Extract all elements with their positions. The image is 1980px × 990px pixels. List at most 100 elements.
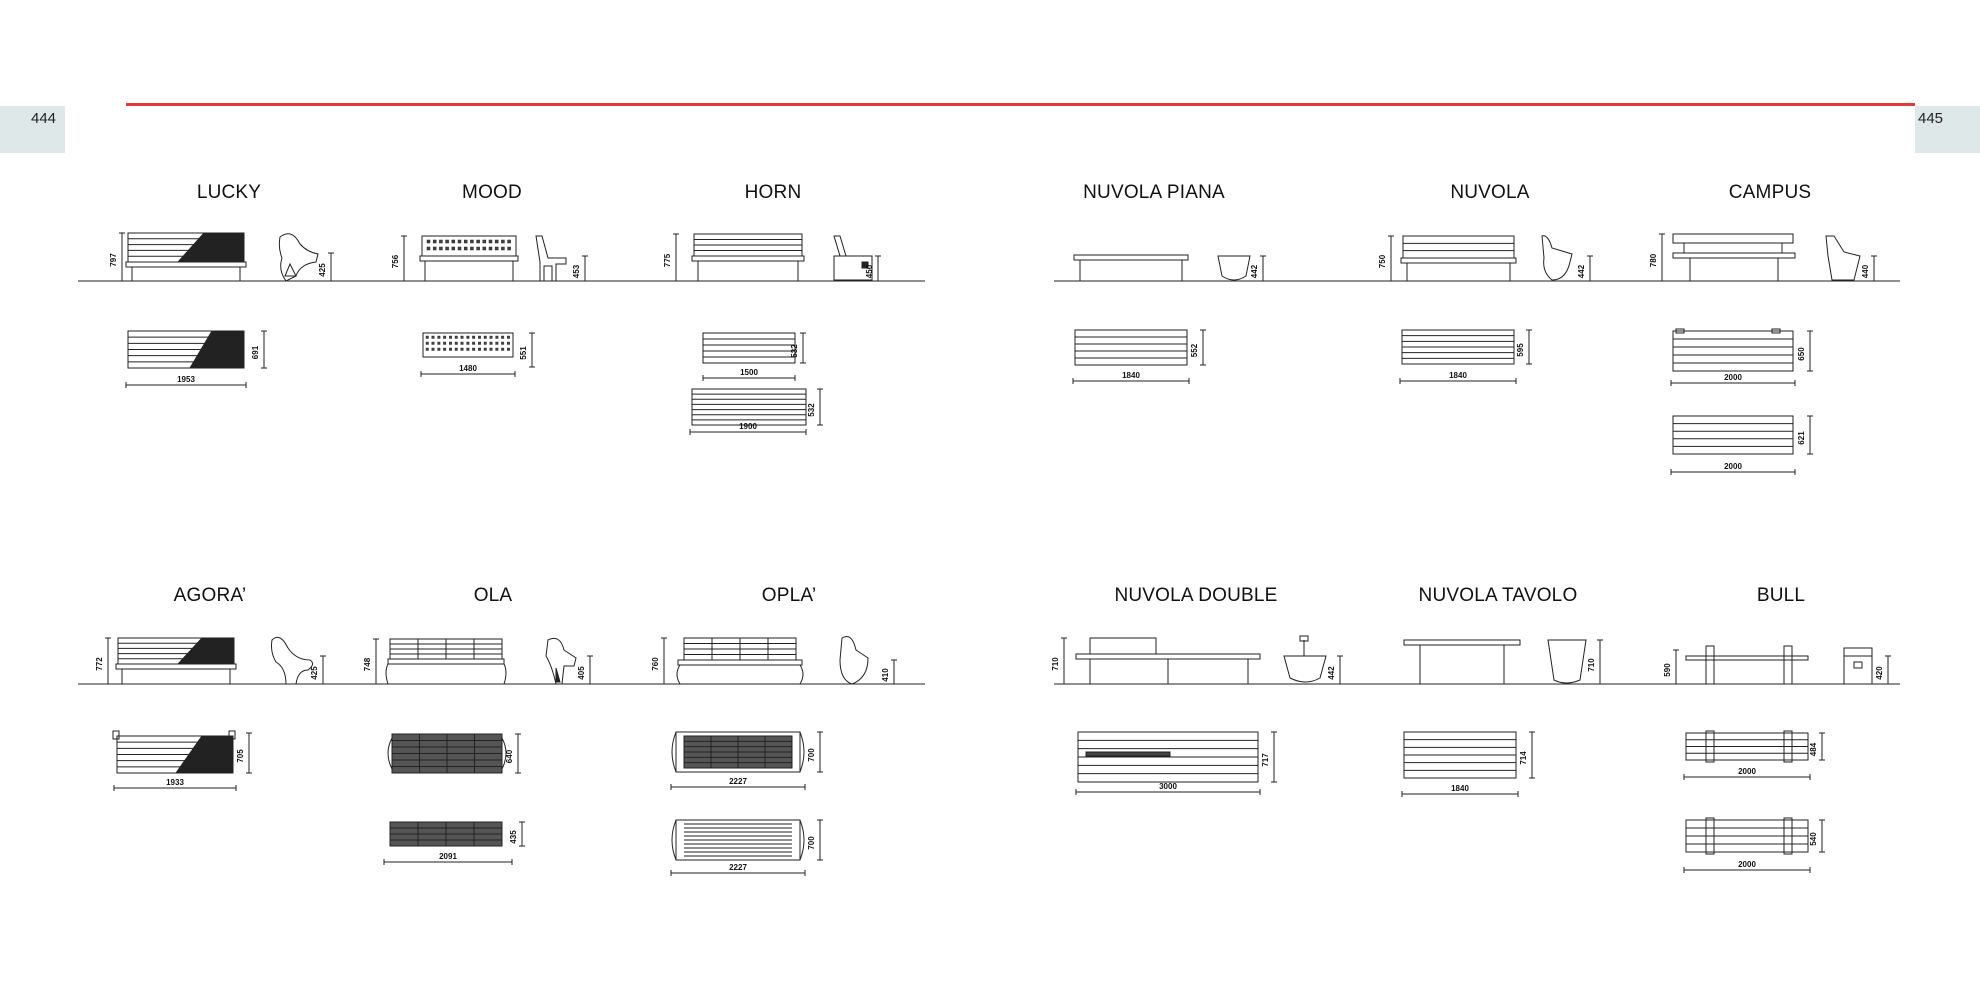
opla-plan-1 <box>675 731 801 773</box>
product-title-campus: CAMPUS <box>1728 182 1812 203</box>
campus-seat-height: 440 <box>1861 264 1870 278</box>
nuvola-double-backrest <box>1089 637 1157 655</box>
bull-seat <box>1685 655 1809 661</box>
campus-plan-2-depth: 621 <box>1797 431 1806 445</box>
product-title-ola: OLA <box>473 585 513 606</box>
agora-plan-armrest <box>228 730 236 740</box>
horn-side-frame <box>833 255 873 281</box>
bull-support <box>1705 645 1715 685</box>
bull-plan-support <box>1705 730 1715 763</box>
nuvola-plan-width: 1840 <box>1449 371 1467 380</box>
mood-plan-hole <box>460 347 464 351</box>
mood-backrest-hole <box>451 239 456 244</box>
lucky-plan-width: 1953 <box>177 375 195 384</box>
mood-backrest-hole <box>445 246 449 251</box>
ola-leg <box>385 663 389 685</box>
campus-plan-detail <box>1675 328 1685 334</box>
campus-side-elevation <box>1825 235 1861 281</box>
mood-plan-hole <box>449 347 452 351</box>
seat-edge <box>1400 257 1517 264</box>
nuvola-double-side-top <box>1299 635 1309 642</box>
mood-plan-hole <box>460 335 464 339</box>
mood-backrest-hole <box>488 239 493 244</box>
campus-seat <box>1672 252 1796 259</box>
product-title-mood: MOOD <box>462 182 522 203</box>
header-rule <box>126 103 1915 106</box>
mood-backrest-hole <box>494 246 499 251</box>
mood-backrest-hole <box>482 246 487 251</box>
seat-edge <box>115 663 237 670</box>
product-title-opla: OPLA’ <box>761 585 817 606</box>
mood-plan-hole <box>443 341 447 345</box>
nuvola-piana-seat <box>1073 254 1189 261</box>
ola-plan-arm <box>501 737 507 770</box>
ola-plan-2-depth: 435 <box>509 830 518 844</box>
mood-plan-hole <box>507 335 510 339</box>
horn-plan-1-depth: 532 <box>790 344 799 358</box>
mood-plan-hole <box>478 341 481 345</box>
horn-plan-2-width: 1900 <box>739 422 757 431</box>
product-title-agora: AGORA’ <box>173 585 247 606</box>
page-number-left: 444 <box>31 110 57 127</box>
agora-height: 772 <box>95 657 104 671</box>
page-number-tab-left: 444 <box>0 106 65 153</box>
mood-backrest <box>421 235 517 257</box>
bull-plan-1-depth: 484 <box>1809 742 1818 756</box>
nuvola-double-seat-height: 442 <box>1327 666 1336 680</box>
opla-seat <box>677 659 803 666</box>
horn-plan-1-width: 1500 <box>740 368 758 377</box>
mood-height: 756 <box>391 254 400 268</box>
horn-side-detail <box>861 261 869 269</box>
mood-plan-hole <box>478 347 481 351</box>
mood-backrest-hole <box>463 239 468 244</box>
agora-backrest-fill <box>176 637 235 665</box>
mood-backrest-hole <box>457 239 462 244</box>
horn-seat-height: 450 <box>865 264 874 278</box>
nuvola-tavolo-plan-width: 1840 <box>1451 784 1469 793</box>
product-title-bull: BULL <box>1756 585 1806 606</box>
horn-plan-2 <box>691 388 807 426</box>
opla-seat-height: 410 <box>881 668 890 682</box>
mood-plan-hole <box>495 347 499 351</box>
bull-plan-2-depth: 540 <box>1809 832 1818 846</box>
bull-plan-support <box>1783 730 1793 763</box>
mood-backrest-hole <box>501 239 505 244</box>
nuvola-double-plan-backrest <box>1085 751 1171 757</box>
nuvola-piana-seat-height: 442 <box>1250 264 1259 278</box>
horn-side-backrest <box>833 235 847 257</box>
mood-plan-hole <box>466 347 470 351</box>
mood-backrest-hole <box>476 239 480 244</box>
nuvola-front-elevation <box>1402 235 1515 259</box>
opla-plan-arm <box>671 731 677 773</box>
bull-support <box>1783 645 1793 685</box>
mood-plan-hole <box>460 341 464 345</box>
campus-backrest <box>1672 233 1794 244</box>
mood-backrest-hole <box>451 246 456 251</box>
mood-backrest-hole <box>507 239 511 244</box>
ola-height: 748 <box>363 657 372 671</box>
agora-seat-height: 425 <box>310 666 319 680</box>
mood-plan-hole <box>507 347 510 351</box>
campus-plan-2-width: 2000 <box>1724 462 1742 471</box>
nuvola-piana-plan <box>1074 329 1188 366</box>
opla-plan-2 <box>675 819 801 861</box>
product-title-nuvola: NUVOLA <box>1450 182 1530 203</box>
agora-plan-width: 1933 <box>166 778 184 787</box>
nuvola-height: 750 <box>1378 254 1387 268</box>
product-title-horn: HORN <box>744 182 802 203</box>
mood-plan-hole <box>489 341 493 345</box>
bull-plan-support <box>1705 817 1715 855</box>
lucky-plan-fill <box>189 330 245 369</box>
mood-plan <box>422 332 514 358</box>
ola-leg <box>503 663 507 685</box>
mood-backrest-hole <box>501 246 505 251</box>
lucky-side-elevation <box>278 233 319 282</box>
mood-plan-hole <box>501 335 505 339</box>
campus-height: 780 <box>1649 253 1658 267</box>
mood-plan-hole <box>431 347 435 351</box>
campus-plan-1 <box>1672 330 1794 372</box>
mood-plan-hole <box>501 341 505 345</box>
mood-plan-hole <box>425 347 429 351</box>
mood-plan-hole <box>501 347 505 351</box>
ola-seat <box>387 658 505 665</box>
